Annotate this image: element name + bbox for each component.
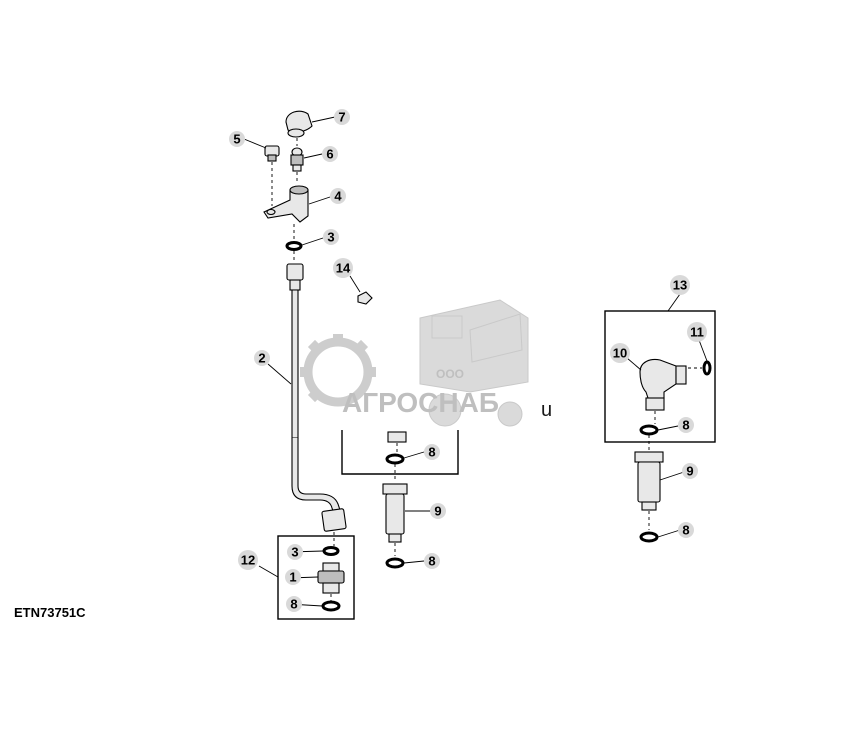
svg-text:12: 12 [241,553,255,568]
callout-8-middle-lower: 8 [424,553,440,569]
part-8-washer-middle-lower [385,557,405,569]
part-8-washer-right-lower [639,531,659,543]
assembly-box-13 [604,310,716,443]
callout-3-lower: 3 [287,544,303,560]
part-7-clamp [285,110,313,138]
callout-8-middle-upper: 8 [424,444,440,460]
callout-8-right-lower: 8 [678,522,694,538]
svg-text:11: 11 [690,325,704,340]
svg-text:9: 9 [434,504,441,519]
part-9-adapter-right [634,451,664,511]
svg-text:3: 3 [327,230,334,245]
part-6-grease-fitting [290,138,304,184]
svg-text:7: 7 [338,110,345,125]
watermark-gear-icon [300,334,376,407]
watermark-company-prefix: ООО [436,367,464,381]
callout-14: 14 [333,258,353,278]
callout-4: 4 [330,188,346,204]
callout-8-box12: 8 [286,596,302,612]
assembly-box-12 [277,535,355,620]
svg-text:1: 1 [289,570,296,585]
part-8-washer-box13 [639,424,659,436]
part-1-fitting [317,562,345,594]
svg-text:8: 8 [428,554,435,569]
callout-6: 6 [322,146,338,162]
svg-text:13: 13 [673,278,687,293]
svg-text:8: 8 [428,445,435,460]
callout-9-right: 9 [682,463,698,479]
part-middle-fitting [387,431,407,452]
svg-text:6: 6 [326,147,333,162]
watermark-suffix: u [541,399,552,421]
svg-text:14: 14 [336,261,351,276]
callout-3-upper: 3 [323,229,339,245]
watermark: ООО АГРОСНАБ u [300,299,552,427]
svg-text:2: 2 [258,351,265,366]
callout-10: 10 [610,343,630,363]
part-10-elbow [639,358,687,411]
callout-13: 13 [670,275,690,295]
svg-text:5: 5 [233,132,240,147]
part-3-washer-upper [285,241,303,251]
part-4-bracket [263,185,309,240]
callout-9-middle: 9 [430,503,446,519]
part-8-washer-box12 [321,600,341,612]
svg-text:8: 8 [290,597,297,612]
part-8-washer-middle-upper [385,453,405,465]
svg-text:8: 8 [682,418,689,433]
callout-1: 1 [285,569,301,585]
callout-5: 5 [229,131,245,147]
callout-12: 12 [238,550,258,570]
part-2-tube-line [286,263,347,532]
part-5-bolt [264,145,280,206]
svg-text:3: 3 [291,545,298,560]
callout-7: 7 [334,109,350,125]
svg-text:8: 8 [682,523,689,538]
callout-11: 11 [687,322,707,342]
part-14-nut [357,291,373,305]
figure-reference: ETN73751C [14,605,86,620]
svg-text:10: 10 [613,346,627,361]
assembly-box-middle [341,430,459,475]
watermark-company-name: АГРОСНАБ [342,387,499,418]
part-11-o-ring [688,360,712,376]
callout-8-box13: 8 [678,417,694,433]
part-3-washer-lower [322,546,340,556]
part-9-adapter-middle [382,483,408,543]
svg-text:4: 4 [334,189,342,204]
svg-text:9: 9 [686,464,693,479]
watermark-combine-icon [419,299,529,427]
callout-2: 2 [254,350,270,366]
